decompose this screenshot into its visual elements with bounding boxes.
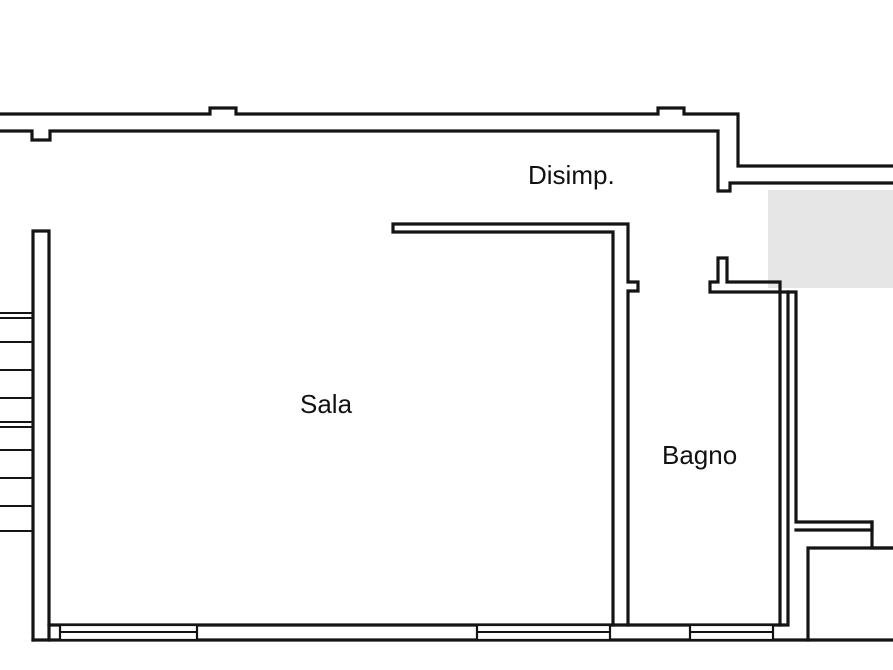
left-wall [31,229,51,642]
partition-sala-bagno [391,222,640,627]
room-label-disimp: Disimp. [528,160,615,190]
exterior-wall-top [0,106,893,193]
room-label-sala: Sala [300,389,353,419]
right-room [806,546,893,642]
partition-bagno-right [708,256,893,627]
staircase [0,312,32,532]
windows [58,623,775,642]
redacted-area [768,190,893,288]
room-label-bagno: Bagno [662,440,737,470]
